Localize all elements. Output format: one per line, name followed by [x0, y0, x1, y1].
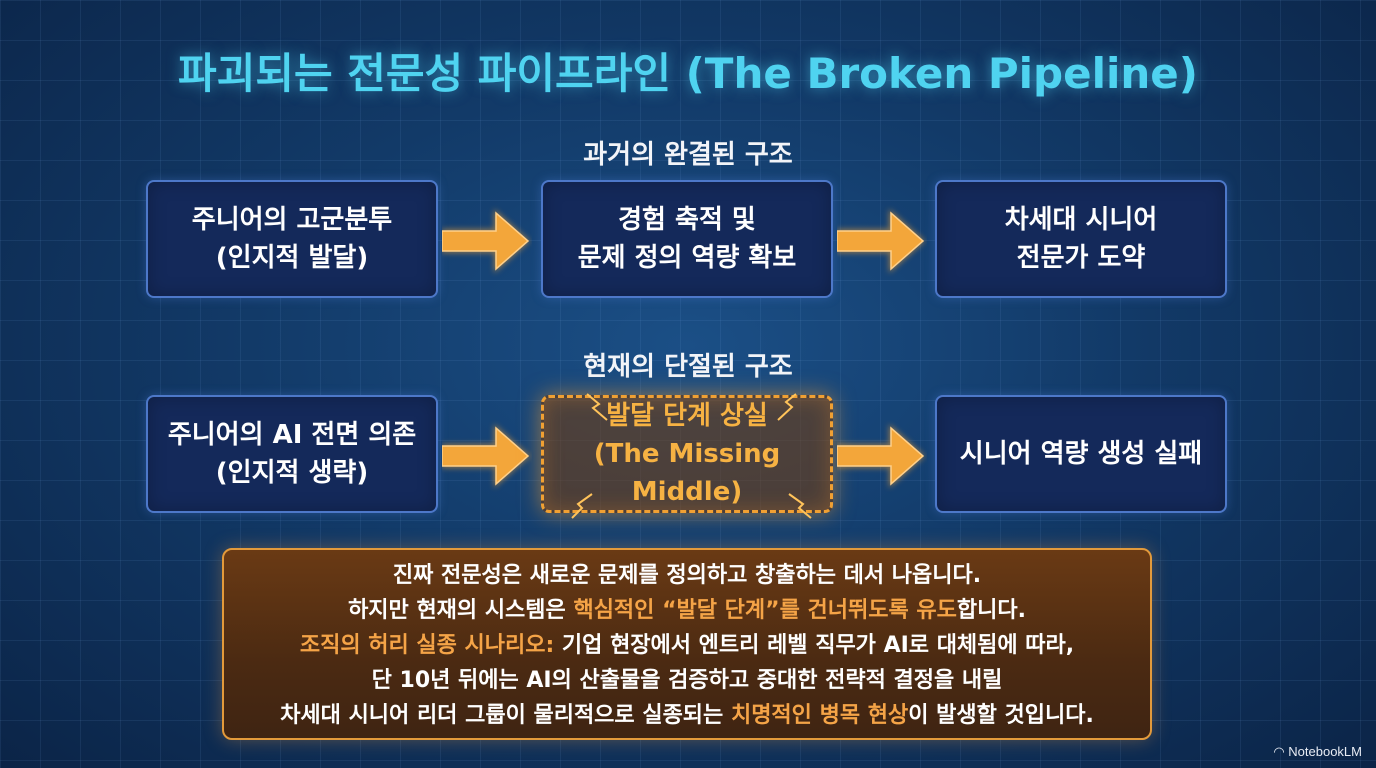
past-box-experience: 경험 축적 및 문제 정의 역량 확보: [541, 180, 833, 298]
arrow-right-icon: [837, 209, 925, 273]
brand-label: NotebookLM: [1288, 744, 1362, 759]
box-line: (인지적 생략): [215, 458, 369, 488]
box-line: 전문가 도약: [1016, 243, 1146, 273]
box-line: 주니어의 AI 전면 의존: [167, 420, 417, 450]
arrow-right-icon: [442, 209, 530, 273]
brand-watermark: ◠ NotebookLM: [1273, 744, 1362, 760]
notebooklm-logo-icon: ◠: [1273, 744, 1289, 759]
arrow-right-icon: [837, 424, 925, 488]
note-highlight: 조직의 허리 실종 시나리오:: [299, 633, 555, 658]
box-line: 문제 정의 역량 확보: [577, 243, 797, 273]
crack-icon: [571, 493, 593, 519]
note-line: 차세대 시니어 리더 그룹이 물리적으로 실종되는 치명적인 병목 현상이 발생…: [234, 698, 1140, 733]
box-line: (The Missing Middle): [593, 439, 781, 507]
box-line: 주니어의 고군분투: [191, 205, 393, 235]
note-text: 합니다.: [956, 598, 1026, 623]
past-box-junior-struggle: 주니어의 고군분투 (인지적 발달): [146, 180, 438, 298]
note-text: 이 발생할 것입니다.: [908, 703, 1094, 728]
note-line: 하지만 현재의 시스템은 핵심적인 “발달 단계”를 건너뛰도록 유도합니다.: [234, 593, 1140, 628]
box-line: 경험 축적 및: [618, 205, 756, 235]
present-box-senior-failure: 시니어 역량 생성 실패: [935, 395, 1227, 513]
page-title: 파괴되는 전문성 파이프라인 (The Broken Pipeline): [178, 49, 1198, 98]
box-line: 시니어 역량 생성 실패: [959, 439, 1203, 469]
past-section-label: 과거의 완결된 구조: [583, 140, 793, 170]
note-line: 진짜 전문성은 새로운 문제를 정의하고 창출하는 데서 나옵니다.: [392, 563, 982, 588]
past-box-senior-leap: 차세대 시니어 전문가 도약: [935, 180, 1227, 298]
box-line: 차세대 시니어: [1004, 205, 1158, 235]
crack-icon: [586, 393, 608, 421]
note-line: 단 10년 뒤에는 AI의 산출물을 검증하고 중대한 전략적 결정을 내릴: [371, 668, 1003, 693]
arrow-right-icon: [442, 424, 530, 488]
box-line: 발달 단계 상실: [606, 401, 768, 431]
box-line: (인지적 발달): [215, 243, 369, 273]
present-section-label: 현재의 단절된 구조: [583, 352, 793, 382]
note-text: 하지만 현재의 시스템은: [348, 598, 574, 623]
crack-icon: [788, 493, 812, 519]
crack-icon: [777, 393, 797, 421]
note-highlight: 핵심적인 “발달 단계”를 건너뛰도록 유도: [573, 598, 957, 623]
note-highlight: 치명적인 병목 현상: [730, 703, 909, 728]
explanation-panel: 진짜 전문성은 새로운 문제를 정의하고 창출하는 데서 나옵니다. 하지만 현…: [222, 548, 1152, 740]
note-line: 조직의 허리 실종 시나리오: 기업 현장에서 엔트리 레벨 직무가 AI로 대…: [234, 628, 1140, 663]
present-box-ai-dependence: 주니어의 AI 전면 의존 (인지적 생략): [146, 395, 438, 513]
note-text: 기업 현장에서 엔트리 레벨 직무가 AI로 대체됨에 따라,: [554, 633, 1075, 658]
present-box-missing-middle: 발달 단계 상실 (The Missing Middle): [541, 395, 833, 513]
note-text: 차세대 시니어 리더 그룹이 물리적으로 실종되는: [280, 703, 731, 728]
